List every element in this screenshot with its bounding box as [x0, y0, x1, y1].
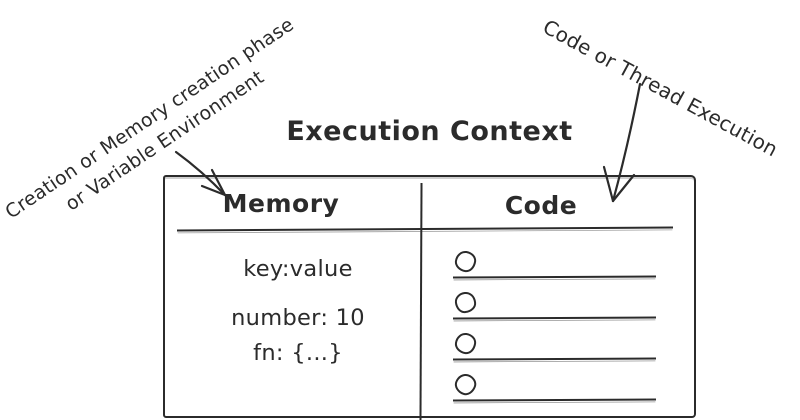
- code-line: [452, 316, 657, 320]
- code-row: [452, 331, 657, 373]
- code-row: [452, 249, 657, 291]
- thread-execution-annotation: Code or Thread Execution: [520, 3, 800, 173]
- code-line: [452, 357, 657, 361]
- memory-column: key:value number: 10 fn: {...}: [175, 257, 421, 365]
- execution-context-box: [163, 175, 696, 418]
- bullet-circle-icon: [453, 331, 478, 356]
- code-row: [452, 290, 657, 332]
- bullet-circle-icon: [453, 290, 478, 315]
- code-column-header: Code: [504, 191, 578, 220]
- page-title: Execution Context: [286, 116, 573, 147]
- memory-item: number: 10: [231, 305, 365, 331]
- memory-column-header: Memory: [222, 189, 340, 218]
- code-line: [452, 275, 657, 279]
- memory-item: key:value: [243, 256, 353, 282]
- thread-execution-annotation-line: Code or Thread Execution: [538, 14, 783, 162]
- bullet-circle-icon: [452, 371, 479, 398]
- bullet-circle-icon: [453, 249, 478, 274]
- code-row: [452, 371, 657, 414]
- code-line: [452, 398, 657, 402]
- memory-item: fn: {...}: [253, 340, 343, 366]
- code-rows: [452, 249, 657, 414]
